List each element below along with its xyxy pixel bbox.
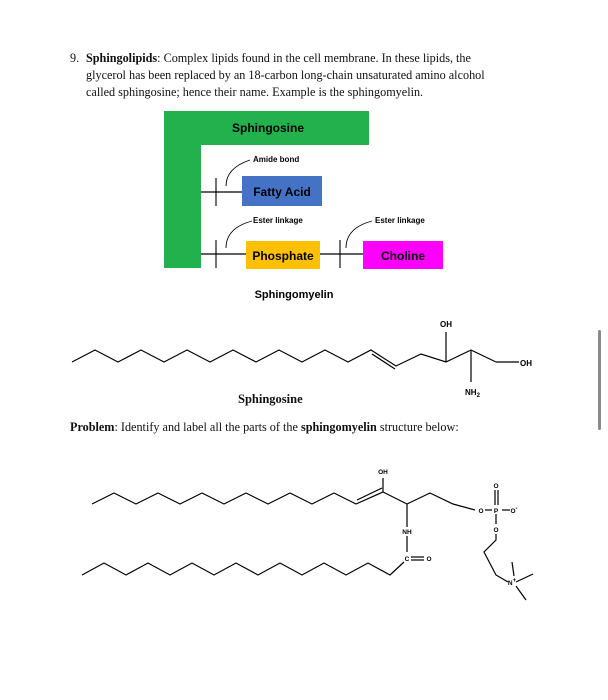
sphingosine-chain-2 (91, 491, 476, 511)
atom-nh: NH (402, 529, 412, 536)
ester-arrow-2 (345, 220, 373, 249)
intro-paragraph: 9. Sphingolipids: Complex lipids found in… (70, 50, 550, 100)
phosphate-label: Phosphate (252, 249, 314, 263)
term-sphingolipids: Sphingolipids (86, 51, 158, 65)
sphingosine-structure (71, 332, 519, 382)
sphingosine-oh-top: OH (440, 320, 452, 329)
atom-o-left: O (478, 508, 483, 515)
problem-label: Problem (70, 420, 115, 434)
sphingomyelin-schematic: Sphingosine Amide bond Fatty Acid Ester … (164, 111, 443, 301)
amide-arrow (225, 159, 251, 187)
amide-bond-label: Amide bond (253, 155, 299, 164)
sphingomyelin-structure (81, 478, 534, 601)
atom-o-top: O (493, 483, 498, 490)
sphingomyelin-atom-labels: OH NH C O O P O O- O N+ (378, 469, 517, 587)
sphingosine-oh-right: OH (520, 359, 532, 368)
intro-line-3: called sphingosine; hence their name. Ex… (86, 84, 424, 99)
fatty-acid-label: Fatty Acid (253, 185, 311, 199)
sphingosine-structure-caption: Sphingosine (238, 392, 303, 406)
atom-o-minus: O- (510, 506, 517, 515)
choline-label: Choline (381, 249, 425, 263)
sphingosine-block-label: Sphingosine (232, 121, 304, 135)
atom-oh: OH (378, 469, 388, 476)
choline-box (363, 241, 443, 269)
atom-o-bottom: O (493, 527, 498, 534)
intro-line-2: glycerol has been replaced by an 18-carb… (86, 67, 485, 82)
fatty-acid-chain (81, 561, 405, 576)
sphingomyelin-double-bond (356, 487, 383, 501)
sphingosine-double-bond (371, 353, 396, 370)
sphingosine-chain (71, 349, 497, 367)
phosphate-box (246, 241, 320, 269)
atom-p: P (494, 508, 499, 515)
choline-chain (483, 534, 509, 583)
scrollbar-thumb[interactable] (598, 330, 601, 430)
intro-line-1: : Complex lipids found in the cell membr… (157, 51, 471, 65)
atom-n-plus: N+ (508, 578, 517, 587)
n-methyl-3 (515, 585, 527, 601)
fatty-acid-box (242, 176, 322, 206)
sphingomyelin-caption: Sphingomyelin (255, 289, 334, 301)
sphingosine-nh2: NH2 (465, 388, 481, 399)
atom-carbonyl-c: C (405, 556, 410, 563)
n-methyl-1 (515, 573, 534, 583)
problem-bold-term: sphingomyelin (300, 420, 377, 434)
sphingosine-block-side (164, 111, 201, 268)
problem-text-after: structure below: (376, 420, 459, 434)
ester-linkage-label-2: Ester linkage (375, 216, 425, 225)
ester-linkage-label-1: Ester linkage (253, 216, 303, 225)
atom-carbonyl-o: O (426, 556, 431, 563)
item-number: 9. (70, 51, 80, 65)
ester-arrow-1 (225, 220, 253, 249)
problem-statement: Problem: Identify and label all the part… (70, 420, 459, 435)
problem-text-before: : Identify and label all the parts of th… (114, 420, 301, 434)
n-methyl-2 (511, 561, 515, 577)
